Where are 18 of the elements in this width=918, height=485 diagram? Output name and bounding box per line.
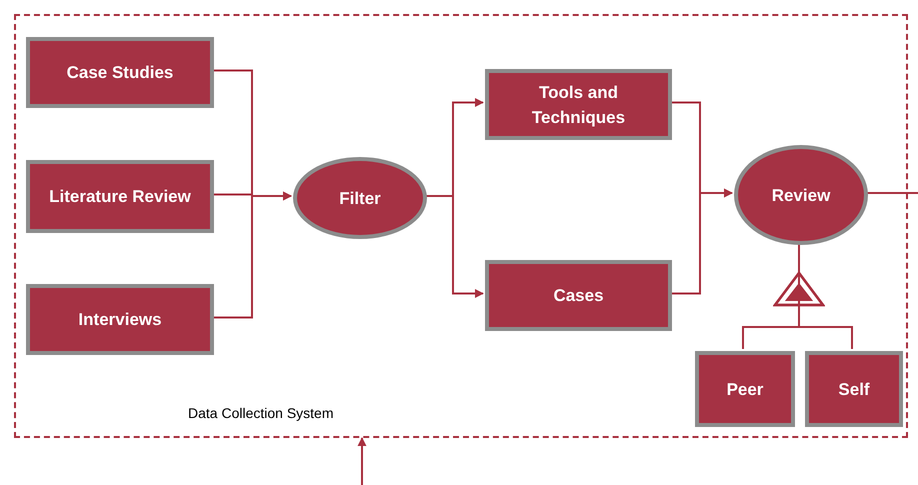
node-label: Filter bbox=[339, 188, 381, 210]
node-label: Cases bbox=[553, 285, 604, 307]
process-box bbox=[485, 69, 672, 140]
node-label: Case Studies bbox=[66, 62, 174, 84]
process-box bbox=[485, 260, 672, 331]
process-box bbox=[26, 284, 214, 355]
process-box bbox=[695, 351, 795, 427]
node-label: Tools and Techniques bbox=[530, 82, 626, 128]
node-label: Literature Review bbox=[49, 186, 191, 208]
process-box bbox=[805, 351, 903, 427]
node-label: Peer bbox=[726, 378, 764, 400]
node-label: Review bbox=[772, 184, 830, 206]
system-boundary bbox=[14, 14, 908, 438]
node-label: Self bbox=[838, 378, 870, 400]
boundary-label: Data Collection System bbox=[188, 404, 334, 423]
node-label: Interviews bbox=[78, 309, 162, 331]
process-box bbox=[26, 160, 214, 233]
process-box bbox=[26, 37, 214, 108]
